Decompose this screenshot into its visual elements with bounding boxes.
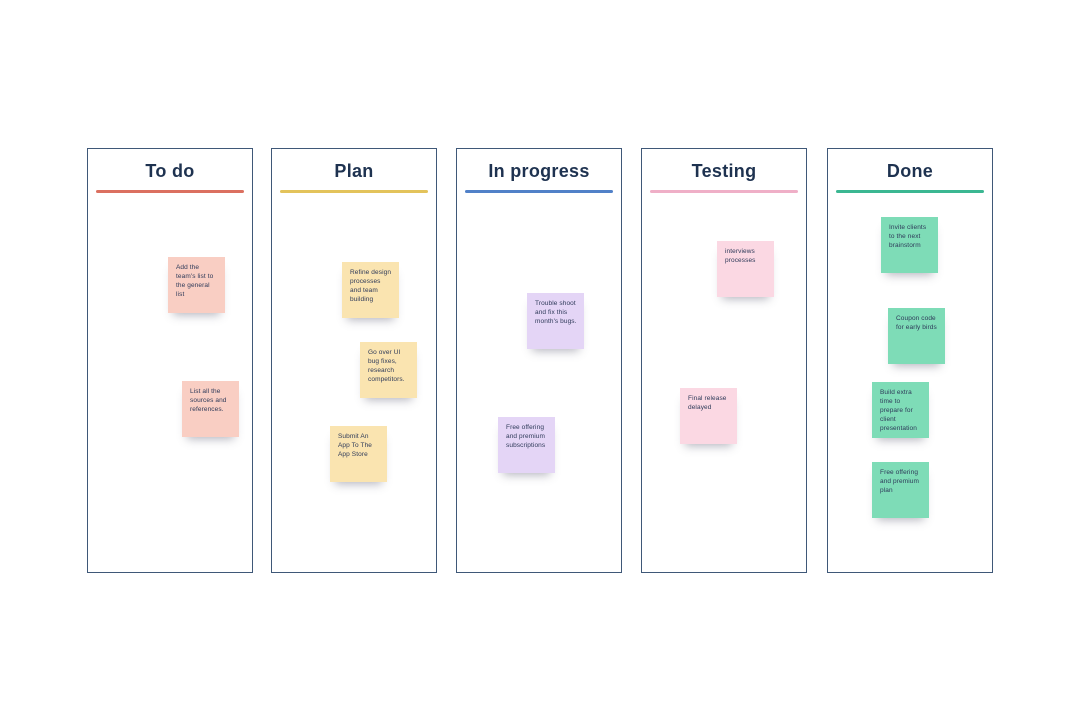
sticky-note[interactable]: List all the sources and references. <box>182 381 239 437</box>
sticky-note[interactable]: Submit An App To The App Store <box>330 426 387 482</box>
column-accent-divider <box>96 190 244 193</box>
sticky-note-text: Invite clients to the next brainstorm <box>889 224 927 249</box>
sticky-note-text: Submit An App To The App Store <box>338 433 373 458</box>
sticky-note-text: Free offering and premium plan <box>880 469 920 494</box>
sticky-note-text: Refine design processes and team buildin… <box>350 269 392 303</box>
sticky-note[interactable]: Refine design processes and team buildin… <box>342 262 399 318</box>
sticky-note-text: Build extra time to prepare for client p… <box>880 389 917 432</box>
column-title: Testing <box>691 161 757 181</box>
column-todo: To do <box>87 148 253 573</box>
sticky-note[interactable]: Go over UI bug fixes, research competito… <box>360 342 417 398</box>
column-title: To do <box>145 161 195 181</box>
sticky-note[interactable]: Build extra time to prepare for client p… <box>872 382 929 438</box>
column-accent-divider <box>280 190 428 193</box>
sticky-note-text: Go over UI bug fixes, research competito… <box>368 349 405 383</box>
sticky-note-text: Free offering and premium subscriptions <box>506 424 546 449</box>
sticky-note-text: Trouble shoot and fix this month's bugs. <box>535 300 577 325</box>
sticky-note-text: Coupon code for early birds <box>896 315 937 331</box>
sticky-note[interactable]: Invite clients to the next brainstorm <box>881 217 938 273</box>
sticky-note[interactable]: Coupon code for early birds <box>888 308 945 364</box>
sticky-note[interactable]: Free offering and premium subscriptions <box>498 417 555 473</box>
column-title: Plan <box>334 161 374 181</box>
column-title: In progress <box>488 161 590 181</box>
column-accent-divider <box>650 190 798 193</box>
column-accent-divider <box>836 190 984 193</box>
column-accent-divider <box>465 190 613 193</box>
sticky-note-text: Final release delayed <box>688 395 727 411</box>
sticky-note[interactable]: interviews processes <box>717 241 774 297</box>
sticky-note-text: Add the team's list to the general list <box>176 264 214 298</box>
sticky-note[interactable]: Add the team's list to the general list <box>168 257 225 313</box>
column-title: Done <box>886 161 934 181</box>
sticky-note[interactable]: Final release delayed <box>680 388 737 444</box>
sticky-note-text: interviews processes <box>725 248 756 264</box>
sticky-note[interactable]: Trouble shoot and fix this month's bugs. <box>527 293 584 349</box>
sticky-note[interactable]: Free offering and premium plan <box>872 462 929 518</box>
column-testing: Testing <box>641 148 807 573</box>
column-in-progress: In progress <box>456 148 622 573</box>
sticky-note-text: List all the sources and references. <box>190 388 227 413</box>
